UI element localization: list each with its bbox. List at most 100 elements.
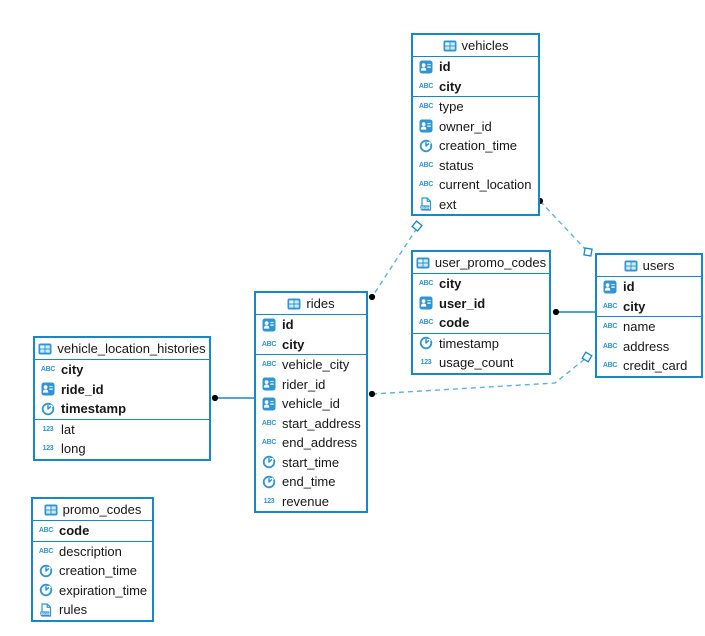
column-city: ABC city (256, 335, 366, 355)
column-label: credit_card (623, 358, 688, 374)
table-icon (416, 257, 430, 268)
table-glyph (624, 259, 638, 273)
column-label: creation_time (59, 563, 138, 579)
column-type-icon: JSON (417, 197, 435, 211)
abc-icon: ABC (38, 547, 54, 555)
table-header[interactable]: users (597, 255, 701, 277)
num-icon: 123 (420, 359, 432, 367)
column-timestamp: timestamp (35, 399, 209, 419)
table-header[interactable]: user_promo_codes (413, 252, 549, 274)
abc-icon: ABC (418, 103, 434, 111)
column-type-icon (260, 397, 278, 411)
column-type-icon: ABC (37, 548, 55, 555)
svg-text:JSON: JSON (420, 206, 430, 210)
table-title: rides (306, 296, 335, 311)
table-icon (443, 40, 457, 51)
column-city: ABC city (35, 360, 209, 380)
cardinality-marker (411, 220, 423, 232)
column-label: current_location (439, 177, 532, 193)
column-label: name (623, 319, 656, 335)
cardinality-marker (581, 351, 593, 363)
column-label: user_id (439, 295, 486, 311)
column-type-icon: ABC (417, 319, 435, 326)
table-title: vehicle_location_histories (57, 341, 206, 356)
column-type-icon: ABC (601, 303, 619, 310)
column-type-icon: ABC (601, 343, 619, 350)
column-type-icon: ABC (417, 162, 435, 169)
column-type-icon: ABC (37, 527, 55, 534)
column-label: lat (61, 421, 75, 437)
column-type-icon: ABC (260, 439, 278, 446)
table-header[interactable]: vehicle_location_histories (35, 338, 209, 360)
column-label: id (623, 279, 635, 295)
table-header[interactable]: rides (256, 293, 366, 315)
id-icon (262, 318, 276, 332)
column-creation_time: creation_time (413, 136, 538, 156)
table-glyph (416, 256, 430, 270)
column-type-icon: ABC (417, 83, 435, 90)
abc-icon: ABC (261, 419, 277, 427)
column-label: city (282, 336, 305, 352)
connection-dot (552, 308, 560, 316)
abc-icon: ABC (602, 362, 618, 370)
clock-icon (262, 475, 276, 488)
column-type-icon: 123 (260, 498, 278, 505)
column-label: rider_id (282, 376, 326, 392)
column-expiration_time: expiration_time (33, 581, 152, 601)
svg-text:JSON: JSON (40, 612, 50, 616)
column-type-icon: ABC (260, 341, 278, 348)
column-label: revenue (282, 493, 329, 509)
column-type-icon (37, 583, 55, 597)
column-id: id (597, 277, 701, 297)
column-label: ext (439, 196, 457, 212)
clock-icon (39, 564, 53, 577)
clock-icon (39, 584, 53, 597)
table-header[interactable]: vehicles (413, 35, 538, 57)
id-icon (603, 280, 617, 294)
column-type-icon (39, 402, 57, 416)
abc-icon: ABC (418, 82, 434, 90)
id-icon (419, 60, 433, 74)
column-type-icon (417, 139, 435, 153)
num-icon: 123 (42, 445, 54, 453)
table-icon (38, 343, 52, 354)
column-creation_time: creation_time (33, 561, 152, 581)
column-type-icon: ABC (260, 361, 278, 368)
column-type-icon (601, 280, 619, 294)
abc-icon: ABC (261, 361, 277, 369)
column-type-icon (260, 475, 278, 489)
column-vehicle_id: vehicle_id (256, 394, 366, 414)
column-label: city (61, 362, 84, 378)
column-label: start_time (282, 454, 340, 470)
clock-icon (419, 337, 433, 350)
column-label: code (439, 315, 470, 331)
column-label: creation_time (439, 138, 518, 154)
table-icon (44, 504, 58, 515)
id-icon (262, 377, 276, 391)
table-header[interactable]: promo_codes (33, 499, 152, 521)
abc-icon: ABC (602, 302, 618, 310)
abc-icon: ABC (40, 366, 56, 374)
table-title: user_promo_codes (434, 255, 547, 270)
